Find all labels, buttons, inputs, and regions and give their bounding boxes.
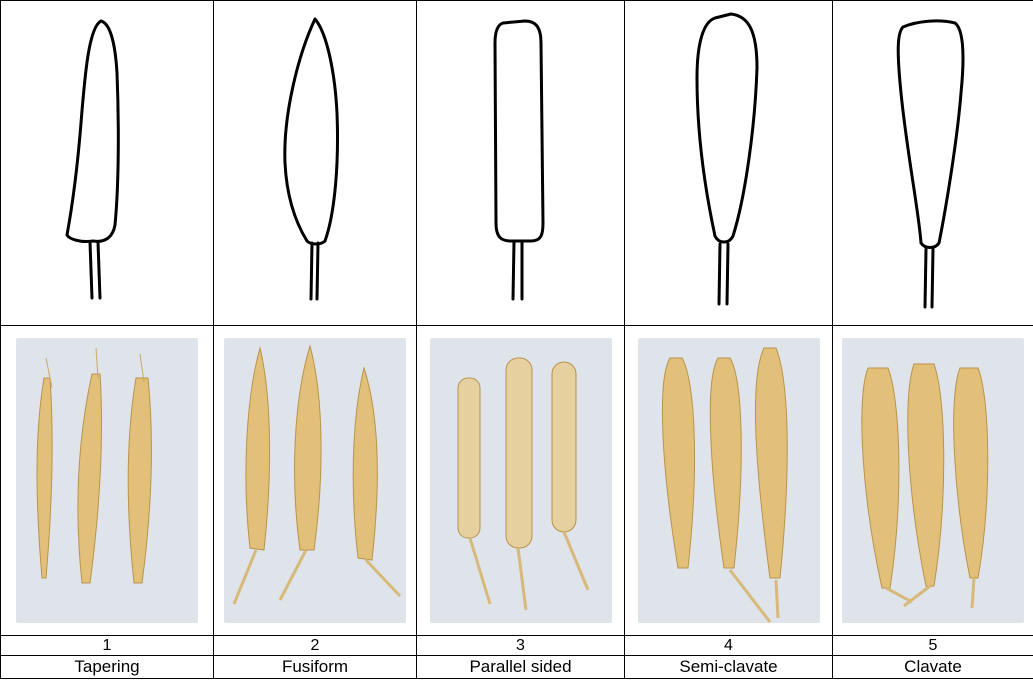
shape-number: 1 — [1, 636, 214, 656]
photo-cell-tapering — [1, 326, 214, 636]
clavate-wheat-photo — [842, 338, 1024, 623]
outline-cell-clavate — [833, 1, 1033, 326]
outline-row — [1, 1, 1033, 326]
shape-number: 5 — [833, 636, 1033, 656]
shape-name: Fusiform — [214, 656, 417, 679]
shape-name: Parallel sided — [417, 656, 625, 679]
wheat-ear-photo-icon — [458, 358, 588, 610]
outline-cell-semi-clavate — [625, 1, 833, 326]
clavate-outline-icon — [873, 13, 993, 313]
name-row: Tapering Fusiform Parallel sided Semi-cl… — [1, 656, 1033, 679]
shape-number: 2 — [214, 636, 417, 656]
wheat-ear-photo-icon — [37, 348, 151, 583]
photo-cell-clavate — [833, 326, 1033, 636]
parallel-sided-wheat-photo — [430, 338, 612, 623]
shape-name: Clavate — [833, 656, 1033, 679]
wheat-ear-photo-icon — [662, 348, 787, 622]
parallel-sided-outline-icon — [461, 13, 581, 313]
photo-cell-parallel-sided — [417, 326, 625, 636]
semi-clavate-outline-icon — [669, 8, 789, 318]
tapering-outline-icon — [47, 13, 167, 313]
shape-number: 4 — [625, 636, 833, 656]
number-row: 1 2 3 4 5 — [1, 636, 1033, 656]
fusiform-wheat-photo — [224, 338, 406, 623]
wheat-ear-photo-icon — [234, 346, 400, 604]
shape-number: 3 — [417, 636, 625, 656]
wheat-ear-photo-icon — [862, 364, 988, 608]
shape-name: Tapering — [1, 656, 214, 679]
fusiform-outline-icon — [255, 13, 375, 313]
photo-cell-fusiform — [214, 326, 417, 636]
semi-clavate-wheat-photo — [638, 338, 820, 623]
outline-cell-parallel-sided — [417, 1, 625, 326]
outline-cell-fusiform — [214, 1, 417, 326]
photo-row — [1, 326, 1033, 636]
shape-name: Semi-clavate — [625, 656, 833, 679]
photo-cell-semi-clavate — [625, 326, 833, 636]
outline-cell-tapering — [1, 1, 214, 326]
tapering-wheat-photo — [16, 338, 198, 623]
